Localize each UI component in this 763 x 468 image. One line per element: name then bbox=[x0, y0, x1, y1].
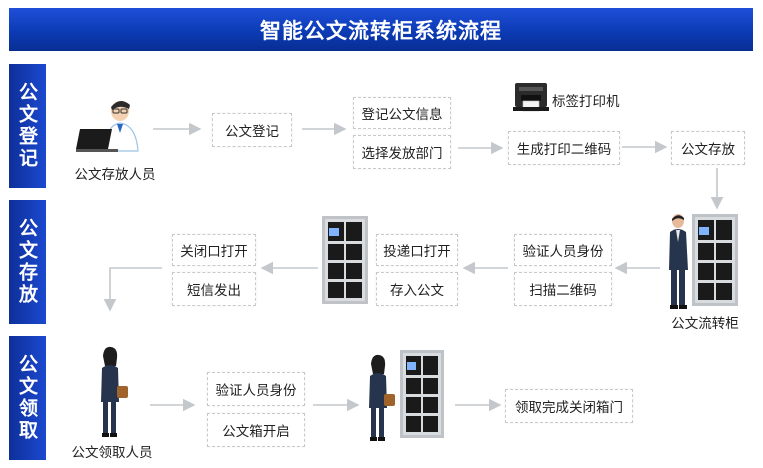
printer-label: 标签打印机 bbox=[552, 94, 620, 110]
office-person-label: 公文存放人员 bbox=[74, 167, 156, 183]
cabinet-icon-mid bbox=[322, 216, 368, 304]
title-bar: 智能公文流转柜系统流程 bbox=[9, 8, 753, 51]
pickup-person-icon bbox=[101, 346, 128, 437]
verify-box-row3: 验证人员身份 bbox=[207, 372, 305, 406]
open-box: 投递口打开 bbox=[376, 234, 458, 266]
open-box-row3: 公文箱开启 bbox=[207, 413, 305, 447]
label-printer-icon bbox=[513, 83, 549, 112]
office-person-icon bbox=[76, 100, 139, 152]
cabinet-icon-bottom bbox=[400, 350, 444, 438]
staff-man-icon bbox=[669, 214, 688, 309]
stage-register-label: 公文登记 bbox=[16, 82, 38, 170]
scan-box: 扫描二维码 bbox=[514, 272, 612, 306]
arrow-sms-down bbox=[103, 267, 162, 312]
register-box: 公文登记 bbox=[212, 113, 292, 147]
stage-storage-label: 公文存放 bbox=[16, 218, 38, 306]
done-box: 领取完成关闭箱门 bbox=[505, 389, 633, 423]
qr-box: 生成打印二维码 bbox=[508, 131, 620, 165]
dept-box: 选择发放部门 bbox=[353, 135, 451, 169]
close-box: 关闭口打开 bbox=[172, 234, 256, 266]
stage-pickup-label: 公文领取 bbox=[16, 354, 38, 442]
cabinet-icon-main bbox=[692, 214, 738, 306]
pickup-person-label: 公文领取人员 bbox=[71, 445, 153, 461]
cabinet-label: 公文流转柜 bbox=[671, 316, 739, 332]
clerk-person-icon bbox=[369, 354, 395, 441]
verify-box-row2: 验证人员身份 bbox=[514, 234, 612, 266]
store-box: 公文存放 bbox=[671, 131, 745, 165]
stage-storage: 公文存放 bbox=[9, 200, 46, 324]
diagram-title: 智能公文流转柜系统流程 bbox=[260, 18, 502, 43]
stage-register: 公文登记 bbox=[9, 64, 46, 188]
deposit-box: 存入公文 bbox=[376, 272, 458, 306]
sms-box: 短信发出 bbox=[172, 272, 256, 306]
info-box: 登记公文信息 bbox=[353, 97, 451, 129]
stage-pickup: 公文领取 bbox=[9, 336, 46, 460]
